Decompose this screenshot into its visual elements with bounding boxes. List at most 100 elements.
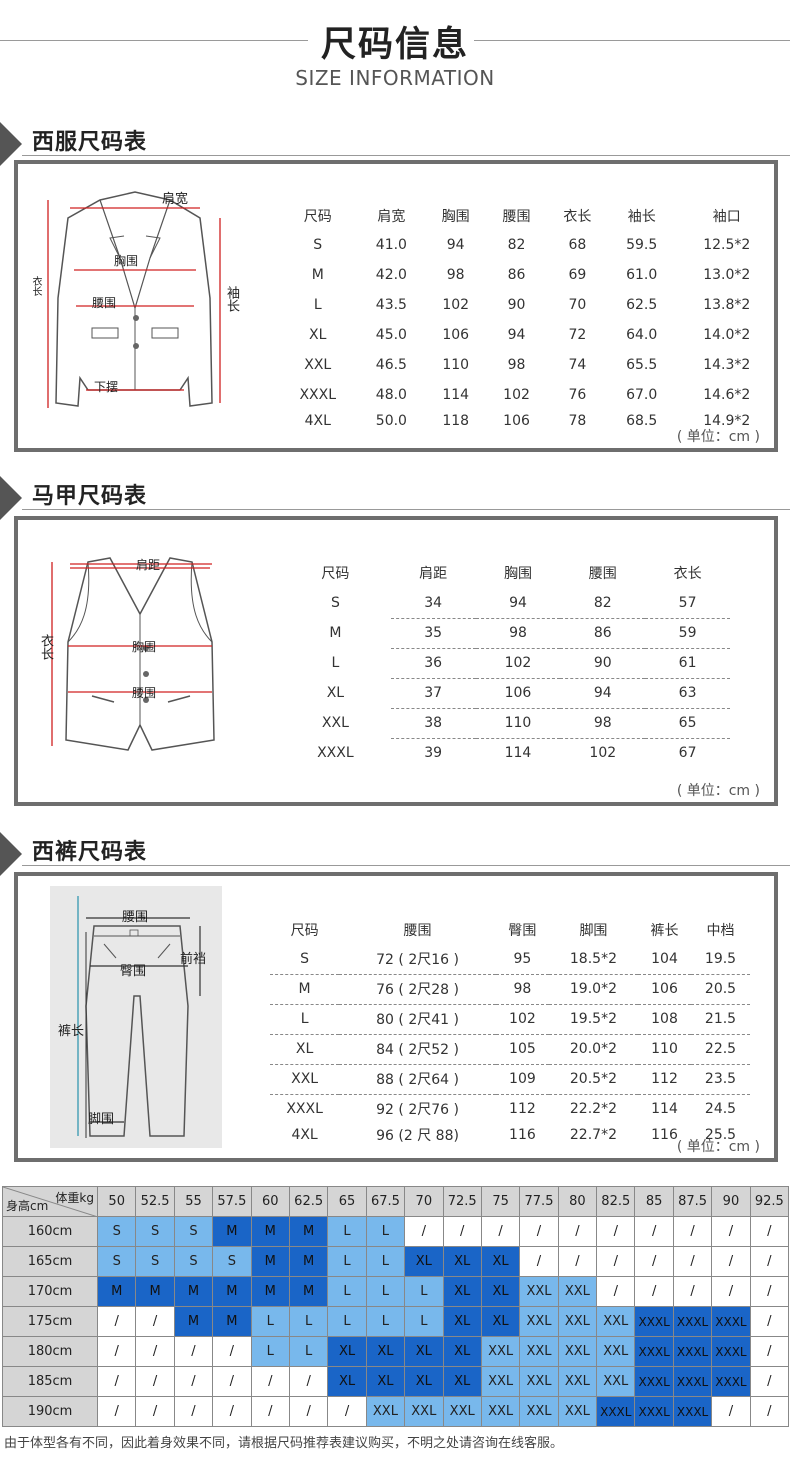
- weight-header: 80: [557, 1186, 598, 1217]
- size-cell: /: [519, 1216, 559, 1247]
- size-cell: /: [672, 1276, 713, 1307]
- weight-header: 82.5: [596, 1186, 636, 1217]
- table-cell: 90: [507, 297, 526, 313]
- size-cell: XXL: [519, 1306, 559, 1337]
- table-cell: 112: [509, 1101, 536, 1118]
- table-cell: 105: [495, 1034, 549, 1065]
- weight-header: 75: [480, 1186, 521, 1217]
- table-cell: 36: [390, 648, 476, 679]
- table-cell: 4XL: [291, 1127, 318, 1143]
- table-cell: 98: [495, 974, 549, 1005]
- weight-header: 90: [711, 1186, 751, 1217]
- table-cell: L: [313, 297, 322, 313]
- table-cell: 114: [651, 1101, 678, 1118]
- size-cell: L: [404, 1306, 444, 1337]
- table-cell: 76 ( 2尺28 ): [339, 974, 496, 1005]
- table-cell: 42.0: [375, 267, 407, 283]
- size-cell: XXL: [557, 1276, 598, 1307]
- size-cell: XL: [442, 1246, 482, 1277]
- size-cell: M: [96, 1276, 137, 1307]
- size-cell: XXXL: [596, 1396, 636, 1427]
- table-cell: XL: [270, 1034, 340, 1065]
- size-cell: /: [96, 1366, 137, 1397]
- table-cell: 65.5: [626, 357, 658, 373]
- table-cell: 110: [475, 708, 561, 739]
- table-cell: XXL: [304, 357, 332, 373]
- size-cell: XXL: [442, 1396, 482, 1427]
- table-cell: 76: [568, 387, 587, 403]
- size-cell: /: [749, 1366, 790, 1397]
- size-cell: XXL: [557, 1366, 598, 1397]
- table-cell: 86: [507, 267, 526, 283]
- size-cell: /: [711, 1396, 751, 1427]
- size-cell: M: [250, 1216, 290, 1247]
- table-cell: 19.5*2: [548, 1004, 638, 1035]
- height-header: 170cm: [2, 1276, 98, 1307]
- size-cell: L: [327, 1246, 367, 1277]
- size-cell: XXL: [519, 1336, 559, 1367]
- size-cell: /: [596, 1216, 636, 1247]
- table-cell: XXXL: [286, 1101, 323, 1118]
- table-cell: 50.0: [375, 413, 407, 429]
- size-cell: /: [596, 1276, 636, 1307]
- table-cell: 39: [424, 745, 443, 762]
- table-cell: 68.5: [626, 413, 658, 429]
- table-cell: 108: [638, 1004, 691, 1035]
- size-cell: /: [173, 1366, 214, 1397]
- column-header: 尺码: [303, 209, 332, 225]
- table-cell: 98: [507, 357, 526, 373]
- size-cell: L: [250, 1306, 290, 1337]
- vest-section-heading: 马甲尺码表: [0, 466, 790, 520]
- weight-header: 55: [173, 1186, 214, 1217]
- weight-header: 65: [327, 1186, 367, 1217]
- label-waist: 腰围: [122, 910, 149, 925]
- triangle-icon: [0, 832, 22, 876]
- size-cell: L: [365, 1246, 406, 1277]
- table-cell: 104: [638, 944, 691, 975]
- size-cell: XXL: [480, 1336, 521, 1367]
- header-row: 尺码肩距胸围腰围衣长: [280, 558, 730, 588]
- size-cell: /: [288, 1366, 329, 1397]
- table-cell: 94: [475, 588, 561, 619]
- header-line-left: [0, 40, 308, 41]
- size-cell: /: [442, 1216, 482, 1247]
- label-hem: 下摆: [94, 380, 119, 394]
- label-hem: 脚围: [88, 1112, 115, 1127]
- table-cell: 38: [390, 708, 476, 739]
- label-waist: 腰围: [92, 296, 117, 310]
- size-cell: XL: [365, 1366, 406, 1397]
- size-cell: S: [135, 1216, 175, 1247]
- weight-header: 52.5: [135, 1186, 175, 1217]
- size-cell: M: [212, 1276, 252, 1307]
- size-cell: XL: [442, 1276, 482, 1307]
- table-cell: 106: [475, 678, 561, 709]
- size-cell: XL: [404, 1246, 444, 1277]
- table-cell: 109: [495, 1064, 549, 1095]
- table-cell: 43.5: [375, 297, 407, 313]
- table-cell: 94: [560, 678, 646, 709]
- table-cell: 102: [503, 387, 530, 403]
- size-cell: M: [250, 1246, 290, 1277]
- weight-header: 57.5: [212, 1186, 252, 1217]
- table-cell: 106: [638, 974, 691, 1005]
- size-cell: XXL: [519, 1366, 559, 1397]
- table-cell: 22.2*2: [569, 1101, 617, 1118]
- pants-section-title: 西裤尺码表: [32, 840, 148, 865]
- table-cell: 69: [568, 267, 587, 283]
- size-cell: /: [557, 1216, 598, 1247]
- table-cell: 59: [645, 618, 730, 649]
- jacket-illustration: 肩宽 胸围 腰围 下摆 衣长 袖长: [30, 178, 239, 418]
- table-cell: 14.3*2: [703, 357, 751, 373]
